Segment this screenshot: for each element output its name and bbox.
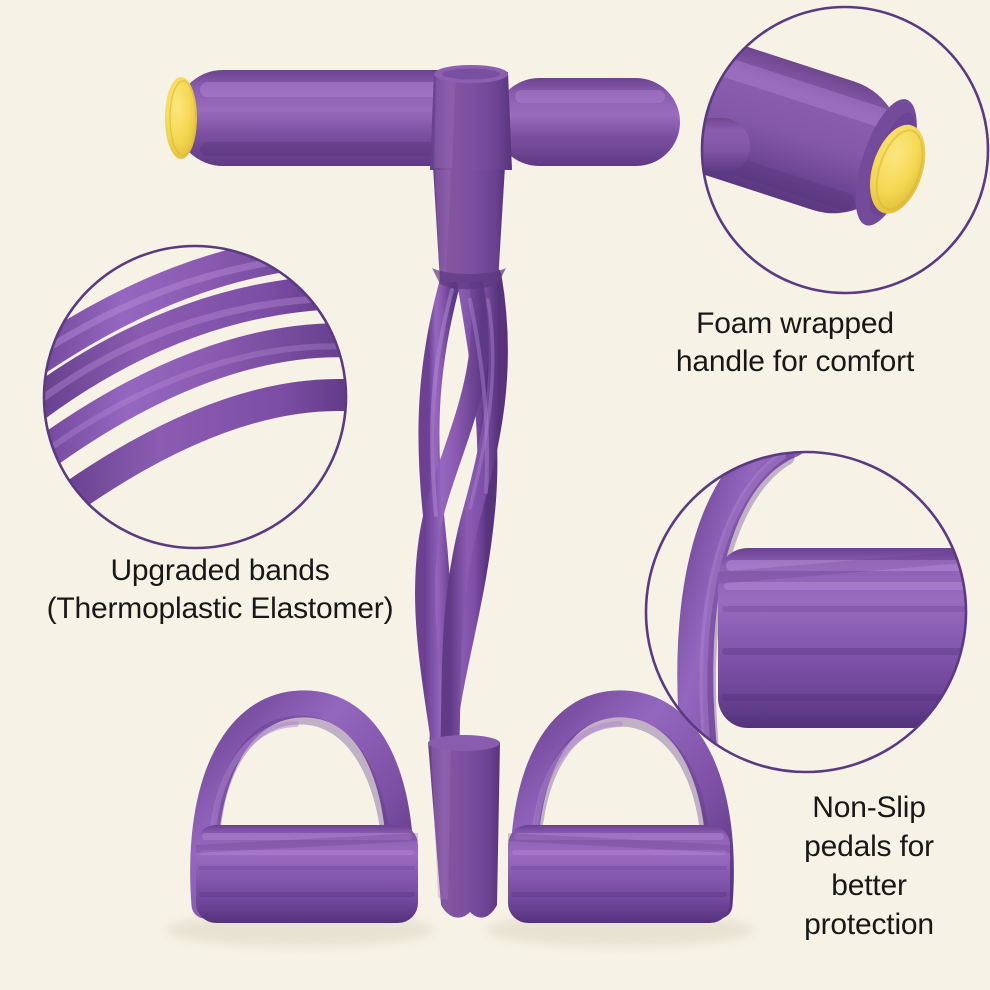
center-post [432, 150, 506, 282]
pedal-left [196, 825, 418, 923]
callout-circle-pedals [644, 450, 968, 774]
product-main [165, 65, 755, 947]
callout-pedal-zoom [644, 450, 968, 774]
handle-end-cap [165, 77, 197, 159]
pedal-center-block [428, 735, 500, 918]
center-post-highlight [434, 152, 452, 280]
callout-circle-handle [700, 5, 990, 295]
callout-label-bands: Upgraded bands (Thermoplastic Elastomer) [46, 554, 394, 626]
pedal-strap-right [509, 690, 734, 919]
pedal-right [508, 825, 730, 923]
center-post-base [432, 268, 506, 290]
handle-bar [165, 70, 680, 166]
callout-label-handle: Foam wrapped handle for comfort [675, 307, 915, 379]
pedal-strap-left [190, 690, 415, 919]
callout-label-pedals: Non-Slip pedals for better protection [804, 791, 934, 941]
handle-center-block [430, 65, 512, 170]
callout-circle-bands [42, 244, 348, 550]
resistance-bands [415, 264, 508, 752]
